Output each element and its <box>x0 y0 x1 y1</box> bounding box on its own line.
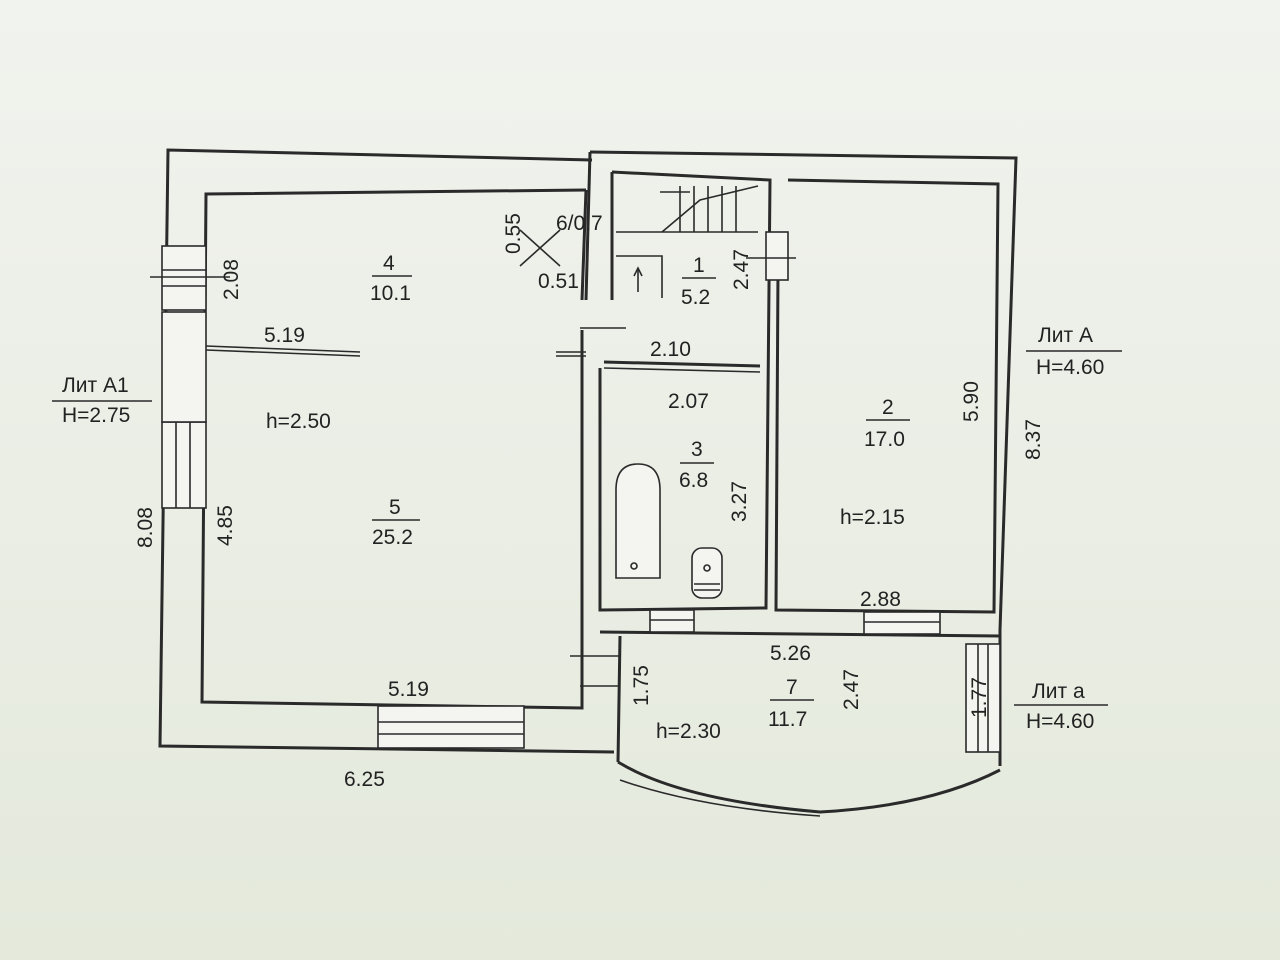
block-a-height: H=4.60 <box>1036 356 1104 379</box>
room-2-number: 2 <box>882 396 894 419</box>
dim-288: 2.88 <box>860 588 901 611</box>
block-a-small-height: H=4.60 <box>1026 710 1094 733</box>
walls-veranda <box>570 635 1002 817</box>
windows-right-block <box>580 231 941 635</box>
block-a1-name: Лит А1 <box>62 374 129 397</box>
room-5-number: 5 <box>389 496 401 519</box>
dim-485: 4.85 <box>214 505 237 546</box>
dim-210: 2.10 <box>650 338 691 361</box>
door-swing-room-6 <box>519 229 561 267</box>
room-fraction-bars <box>372 275 910 701</box>
dim-247-bottom: 2.47 <box>840 669 863 710</box>
dim-590: 5.90 <box>960 381 983 422</box>
ceiling-height-bottom: h=2.30 <box>656 720 721 743</box>
walls-left-block <box>158 148 615 754</box>
room-4-number: 4 <box>383 252 395 275</box>
partition-4-5 <box>150 276 586 357</box>
dim-519-bottom: 5.19 <box>388 678 429 701</box>
dim-808: 8.08 <box>134 507 157 548</box>
room-4-area: 10.1 <box>370 282 411 305</box>
block-label-lines <box>52 350 1122 706</box>
dim-055: 0.55 <box>502 213 525 254</box>
block-a-name: Лит А <box>1038 324 1093 347</box>
ceiling-height-left: h=2.50 <box>266 410 331 433</box>
room-2-area: 17.0 <box>864 428 905 451</box>
room-7-area: 11.7 <box>768 708 807 731</box>
room-3-number: 3 <box>691 438 703 461</box>
ceiling-height-right: h=2.15 <box>840 506 905 529</box>
windows-left-block <box>161 245 525 749</box>
dim-526: 5.26 <box>770 642 811 665</box>
dim-247-top: 2.47 <box>730 249 753 290</box>
room-1-area: 5.2 <box>681 286 710 309</box>
room-1-number: 1 <box>693 254 705 277</box>
block-a1-height: H=2.75 <box>62 404 130 427</box>
dim-051: 0.51 <box>538 270 579 293</box>
dim-177: 1.77 <box>968 677 991 718</box>
dim-6-07: 6/0.7 <box>556 212 603 235</box>
room-5-area: 25.2 <box>372 526 413 549</box>
room-7-number: 7 <box>786 676 798 699</box>
bathroom-fixtures <box>615 463 723 599</box>
dim-837: 8.37 <box>1022 419 1045 460</box>
dim-175: 1.75 <box>630 665 653 706</box>
room-3-area: 6.8 <box>679 469 708 492</box>
block-a-small-name: Лит а <box>1032 680 1085 703</box>
dim-519-top: 5.19 <box>264 324 305 347</box>
dim-625: 6.25 <box>344 768 385 791</box>
staircase <box>616 185 759 298</box>
dim-327: 3.27 <box>728 481 751 522</box>
dim-207: 2.07 <box>668 390 709 413</box>
dim-208: 2.08 <box>220 259 243 300</box>
